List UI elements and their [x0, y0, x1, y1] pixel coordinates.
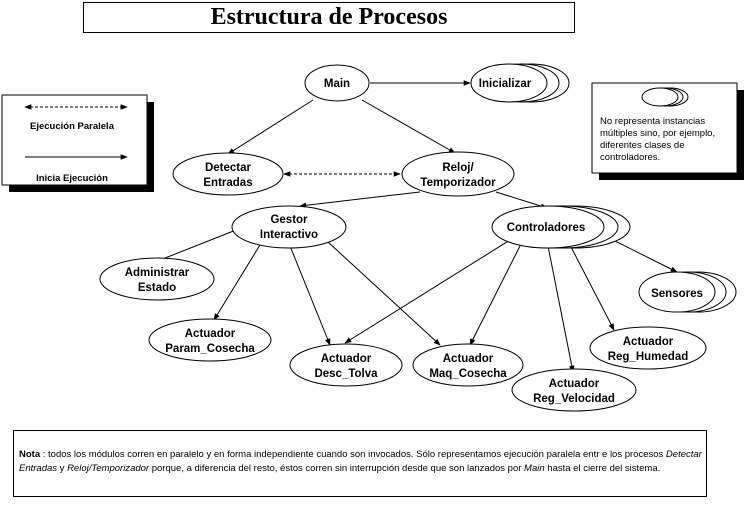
info-description: No representa instancias múltiples sino,… [600, 116, 716, 163]
note-italic-detectar: Detectar Entradas [19, 449, 702, 474]
node-desc-tolva-label-1: Actuador [321, 353, 372, 365]
node-main [304, 64, 370, 102]
node-param-cosecha-label-2: Param_Cosecha [165, 343, 255, 355]
node-reg-humedad-label-1: Actuador [623, 336, 674, 348]
node-reg-velocidad-label-2: Reg_Velocidad [533, 393, 615, 405]
node-desc-tolva [289, 343, 403, 387]
edge-reloj-controladores [495, 191, 548, 209]
node-detectar-label-2: Entradas [203, 177, 252, 189]
edge-gestor-param [213, 244, 261, 321]
note-text-2: y [57, 463, 68, 474]
node-reg-velocidad-label-1: Actuador [549, 378, 600, 390]
edge-ctrl-desc [344, 239, 511, 344]
edge-gestor-administrar [154, 229, 237, 263]
edge-main-detectar [227, 99, 314, 155]
node-maq-cosecha-label-2: Maq_Cosecha [429, 368, 507, 380]
node-reloj-label-2: Temporizador [420, 177, 496, 189]
legend-parallel-label: Ejecución Paralela [30, 121, 115, 132]
node-gestor [231, 205, 347, 249]
node-reg-humedad [589, 326, 707, 370]
edge-gestor-maq [327, 241, 441, 346]
edge-ctrl-maq [469, 245, 521, 346]
diagram-title: Estructura de Procesos [83, 2, 575, 33]
node-maq-cosecha-label-1: Actuador [443, 353, 494, 365]
node-gestor-label-2: Interactivo [260, 229, 318, 241]
node-param-cosecha [148, 318, 272, 362]
node-sensores-label: Sensores [651, 288, 703, 300]
node-administrar-label-2: Estado [138, 282, 176, 294]
node-gestor-label-1: Gestor [270, 214, 308, 226]
edge-reloj-gestor [299, 191, 421, 209]
node-reg-humedad-label-2: Reg_Humedad [608, 351, 689, 363]
edge-ctrl-velocidad [547, 245, 575, 373]
node-controladores-label: Controladores [507, 222, 586, 234]
edge-main-reloj [361, 99, 456, 154]
node-inicializar [470, 63, 548, 103]
edge-gestor-desc [289, 245, 331, 346]
edge-ctrl-humedad [569, 244, 615, 331]
legend-box [1, 94, 148, 186]
node-reloj [401, 151, 515, 197]
node-desc-tolva-label-2: Desc_Tolva [314, 368, 378, 380]
node-sensores [638, 271, 716, 313]
node-administrar [99, 257, 215, 301]
node-administrar-label-1: Administrar [125, 267, 190, 279]
node-param-cosecha-label-1: Actuador [185, 328, 236, 340]
note-text-1: : todos los módulos corren en paralelo y… [40, 449, 666, 460]
node-inicializar-label: Inicializar [479, 78, 532, 90]
node-reloj-label-1: Reloj/ [442, 162, 474, 174]
note-italic-main: Main [524, 463, 545, 474]
note-label: Nota [19, 449, 41, 460]
node-reg-velocidad [511, 368, 637, 412]
note-box: Nota : todos los módulos corren en paral… [13, 430, 707, 497]
node-main-label: Main [324, 78, 350, 90]
legend-start-label: Inicia Ejecución [36, 173, 108, 184]
node-detectar [172, 152, 284, 196]
note-italic-reloj: Reloj/Temporizador [67, 463, 150, 474]
note-text-4: hasta el cierre del sistema. [544, 463, 661, 474]
node-detectar-label-1: Detectar [205, 162, 252, 174]
node-maq-cosecha [412, 343, 524, 387]
info-stack-ellipse [641, 87, 679, 107]
note-text-3: porque, a diferencia del resto, éstos co… [149, 463, 525, 474]
node-controladores [491, 205, 605, 249]
